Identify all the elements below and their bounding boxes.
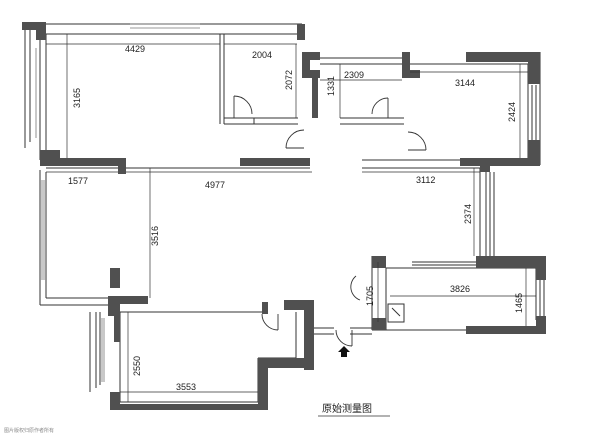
- door-swing-living: [285, 129, 305, 149]
- dim-1705: 1705: [365, 286, 375, 306]
- watermark-text: 图片版权归原作者所有: [4, 427, 54, 434]
- dim-3144: 3144: [455, 78, 475, 88]
- dim-3112: 3112: [416, 175, 435, 185]
- dim-1331: 1331: [326, 76, 336, 96]
- plan-title: 原始测量图: [322, 402, 372, 415]
- doors: [233, 95, 427, 347]
- thin-walls: [24, 23, 545, 403]
- dim-3516: 3516: [150, 226, 160, 246]
- door-swing-entrance: [335, 329, 353, 347]
- door-swing-bath: [371, 97, 389, 115]
- dim-1577: 1577: [68, 176, 88, 186]
- dim-2004: 2004: [252, 50, 272, 60]
- entrance-arrow-icon: [338, 346, 350, 357]
- door-swing-bottom: [261, 313, 279, 331]
- door-swing-bedroom: [407, 131, 427, 151]
- windows: [35, 23, 200, 382]
- solid-walls: [22, 22, 546, 410]
- dim-1465: 1465: [514, 293, 524, 313]
- dimension-labels: 4429 2004 2072 3165 1331 2309 3144 2424 …: [68, 44, 524, 392]
- dim-2550: 2550: [132, 356, 142, 376]
- dim-2072: 2072: [284, 70, 294, 90]
- dim-3165: 3165: [72, 88, 82, 108]
- door-swing-kitchen: [350, 275, 361, 301]
- dim-2374: 2374: [463, 204, 473, 224]
- door-swing-study: [233, 95, 253, 115]
- dim-2309: 2309: [344, 70, 364, 80]
- dim-3553: 3553: [176, 382, 196, 392]
- dimension-lines: [46, 34, 536, 402]
- dim-4977: 4977: [205, 180, 225, 190]
- dim-3826: 3826: [450, 284, 470, 294]
- dim-2424: 2424: [507, 102, 517, 122]
- dim-4429: 4429: [125, 44, 145, 54]
